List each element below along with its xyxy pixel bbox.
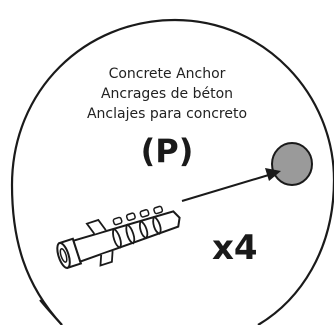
callout-bubble-outline bbox=[10, 18, 334, 326]
insertion-arrow-line bbox=[181, 173, 273, 202]
insertion-arrow-head bbox=[265, 168, 281, 181]
label-english: Concrete Anchor bbox=[108, 66, 226, 82]
callout-bubble-tail bbox=[39, 299, 63, 326]
quantity-label: x4 bbox=[212, 228, 258, 268]
part-code: (P) bbox=[140, 132, 194, 170]
drilled-hole bbox=[271, 142, 313, 186]
label-french: Ancrages de béton bbox=[100, 86, 234, 102]
label-spanish: Anclajes para concreto bbox=[86, 106, 248, 122]
anchor-icon bbox=[56, 205, 181, 270]
